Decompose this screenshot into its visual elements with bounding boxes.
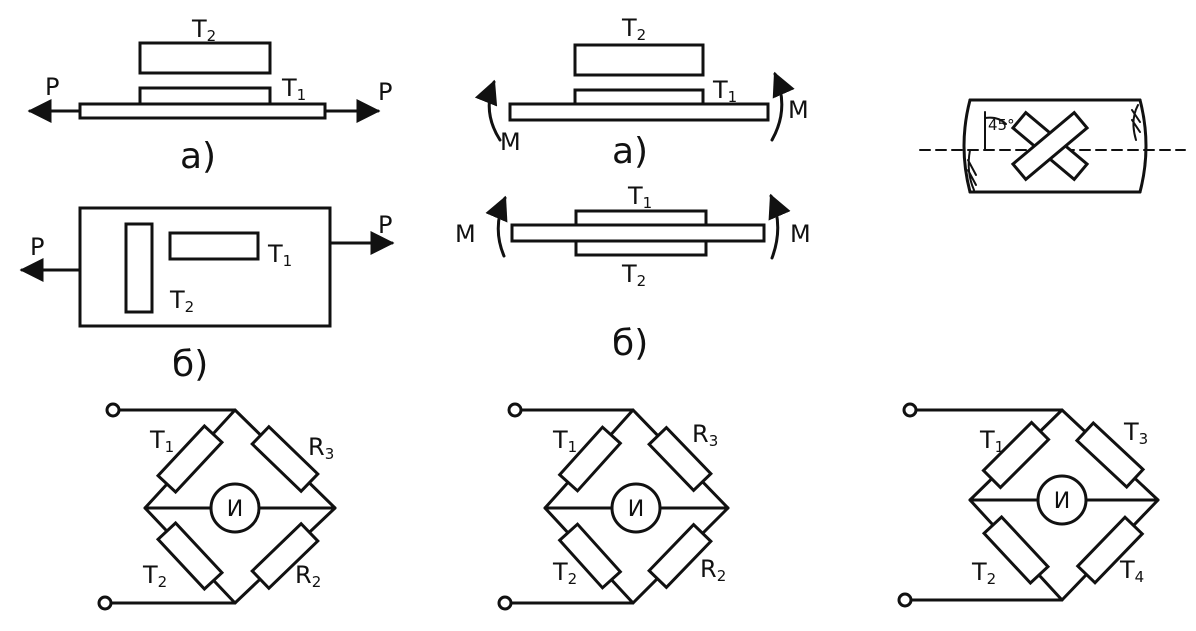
caption-a-left: a) bbox=[180, 136, 216, 177]
resistor-r2-arm bbox=[250, 521, 320, 591]
gauge-t3-arm bbox=[1074, 420, 1146, 490]
moment-arrow-right bbox=[768, 193, 791, 260]
resistor-r3-arm bbox=[647, 425, 713, 493]
gauge-t1-top bbox=[574, 209, 708, 227]
gauge-t2-arm bbox=[981, 514, 1051, 586]
label-t4: T4 bbox=[1119, 556, 1144, 586]
gauge-t2-tension-a bbox=[138, 41, 272, 75]
gauge-t1-horizontal bbox=[168, 231, 260, 261]
torsion-shaft-panel: 45° bbox=[919, 98, 1186, 194]
bridge-circuit-3: И T1 T3 T2 T4 bbox=[897, 402, 1160, 608]
meter-label: И bbox=[227, 497, 243, 522]
terminal-top bbox=[105, 402, 121, 418]
gauge-diagonal-b bbox=[1010, 110, 1090, 182]
bridge-circuit-1: И T1 R3 T2 R2 bbox=[97, 402, 337, 611]
tension-panel-a: P P T2 T1 a) bbox=[27, 15, 392, 177]
terminal-top bbox=[507, 402, 523, 418]
force-label-right: P bbox=[378, 78, 392, 106]
gauge-pair-45deg bbox=[1010, 110, 1090, 182]
beam bbox=[508, 102, 770, 122]
force-label-left: P bbox=[30, 233, 44, 261]
bending-panel-a: M M T2 T1 a) bbox=[474, 14, 809, 172]
force-label-left: P bbox=[45, 73, 59, 101]
gauge-label-t2: T2 bbox=[169, 286, 194, 316]
caption-b-left: б) bbox=[172, 344, 208, 385]
meter-icon bbox=[610, 482, 662, 534]
label-t2: T2 bbox=[552, 558, 577, 588]
specimen-plate bbox=[78, 206, 332, 328]
meter-label: И bbox=[628, 497, 644, 522]
moment-arrow-left bbox=[474, 79, 502, 142]
label-t1: T1 bbox=[149, 426, 174, 456]
label-r2: R2 bbox=[700, 555, 726, 585]
label-t1: T1 bbox=[979, 426, 1004, 456]
label-t1: T1 bbox=[552, 426, 577, 456]
gauge-t1-arm bbox=[981, 420, 1051, 490]
label-t2: T2 bbox=[971, 558, 996, 588]
gauge-t2-arm bbox=[557, 522, 623, 590]
gauge-t2-bottom bbox=[574, 239, 708, 257]
gauge-t1-arm bbox=[155, 423, 225, 495]
terminal-bottom bbox=[97, 595, 113, 611]
force-label-right: P bbox=[378, 211, 392, 239]
resistor-r3-arm bbox=[250, 424, 320, 494]
terminal-bottom bbox=[897, 592, 913, 608]
moment-arrow-right bbox=[770, 71, 795, 142]
moment-label-right: M bbox=[790, 220, 811, 248]
shaft-section-hatch-left bbox=[967, 149, 977, 191]
gauge-label-t1: T1 bbox=[627, 182, 652, 212]
meter-icon bbox=[1036, 474, 1088, 526]
gauge-label-t1: T1 bbox=[267, 240, 292, 270]
gauge-t1-tension-a bbox=[138, 86, 272, 106]
gauge-label-t1: T1 bbox=[281, 74, 306, 104]
gauge-t2-vertical bbox=[124, 222, 154, 314]
beam bbox=[510, 223, 766, 243]
gauge-label-t1: T1 bbox=[712, 76, 737, 106]
gauge-label-t2: T2 bbox=[191, 15, 216, 45]
label-t3: T3 bbox=[1123, 418, 1148, 448]
shaft-left-end bbox=[962, 98, 972, 194]
caption-b-middle: б) bbox=[612, 323, 648, 364]
moment-arrow-left bbox=[485, 195, 508, 258]
gauge-label-t2: T2 bbox=[621, 14, 646, 44]
gauge-t1-bending-a bbox=[573, 88, 705, 106]
angle-arc bbox=[984, 116, 1007, 125]
label-r3: R3 bbox=[692, 420, 718, 450]
terminal-top bbox=[902, 402, 918, 418]
resistor-r2-arm bbox=[647, 522, 713, 590]
meter-icon bbox=[209, 482, 261, 534]
bending-panel-b: M M T1 T2 б) bbox=[455, 182, 811, 364]
gauge-t1-arm bbox=[557, 425, 623, 493]
label-r2: R2 bbox=[295, 561, 321, 591]
label-t2: T2 bbox=[142, 561, 167, 591]
angle-label: 45° bbox=[988, 116, 1015, 134]
moment-label-right: M bbox=[788, 96, 809, 124]
shaft-section-hatch-right bbox=[1131, 104, 1141, 141]
gauge-t4-arm bbox=[1075, 515, 1145, 585]
moment-label-left: M bbox=[455, 220, 476, 248]
moment-label-left: M bbox=[500, 128, 521, 156]
gauge-t2-bending-a bbox=[573, 43, 705, 77]
shaft-right-end bbox=[1138, 98, 1148, 194]
label-r3: R3 bbox=[308, 433, 334, 463]
specimen-bar bbox=[78, 102, 327, 120]
gauge-label-t2: T2 bbox=[621, 260, 646, 290]
tension-panel-b: P P T1 T2 б) bbox=[19, 206, 395, 385]
terminal-bottom bbox=[497, 595, 513, 611]
meter-label: И bbox=[1054, 489, 1070, 514]
gauge-t2-arm bbox=[155, 520, 225, 592]
caption-a-middle: a) bbox=[612, 131, 648, 172]
bridge-circuit-2: И T1 R3 T2 R2 bbox=[497, 402, 730, 611]
